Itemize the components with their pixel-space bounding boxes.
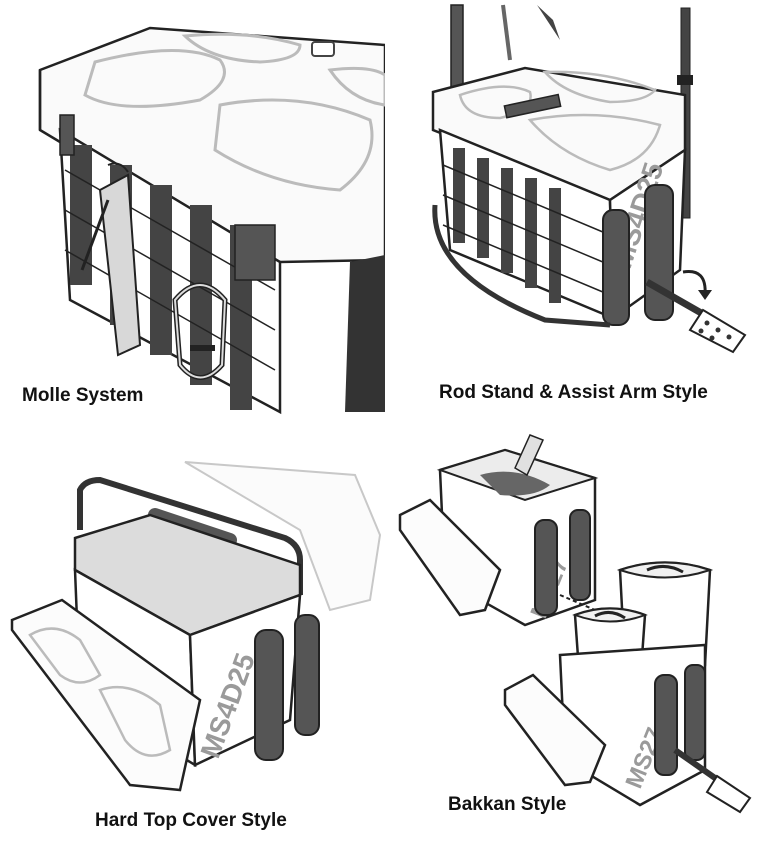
caption-bakkan: Bakkan Style bbox=[448, 794, 567, 815]
caption-hard-top-cover: Hard Top Cover Style bbox=[95, 810, 287, 831]
panel-rod-stand-assist-arm: MS4D25 Rod Stand & Assist Arm Style bbox=[385, 0, 759, 420]
panel-hard-top-cover: MS4D25 Hard Top Cover Style bbox=[0, 420, 385, 842]
bakkan-illustration: MS27 24 1212 MS27 bbox=[398, 434, 752, 814]
panel-molle-system: Molle System bbox=[0, 0, 385, 420]
caption-rod-stand-assist-arm: Rod Stand & Assist Arm Style bbox=[439, 382, 708, 403]
caption-molle-system: Molle System bbox=[22, 385, 144, 406]
hard-top-cover-illustration: MS4D25 bbox=[10, 461, 382, 792]
panel-bakkan: MS27 24 1212 MS27 Bakkan Style bbox=[385, 420, 759, 842]
rod-stand-illustration: MS4D25 bbox=[431, 4, 747, 354]
molle-system-illustration bbox=[38, 26, 385, 415]
